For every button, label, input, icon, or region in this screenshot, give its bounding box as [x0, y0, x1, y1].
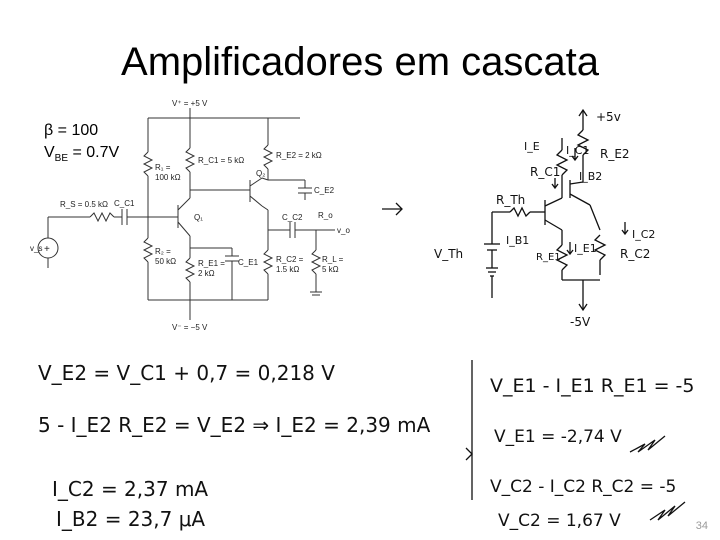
hw-eq-ic2: I_C2 = 2,37 mA: [52, 477, 208, 501]
slide-title: Amplificadores em cascata: [121, 40, 599, 84]
re1-label: R_E1 =: [198, 259, 225, 268]
hw-rc1-label: R_C1: [530, 165, 560, 179]
rc2-value: 1.5 kΩ: [276, 265, 299, 274]
rs-label: R_S = 0.5 kΩ: [60, 200, 108, 209]
rl-value: 5 kΩ: [322, 265, 339, 274]
beta-parameter: β = 100: [44, 122, 99, 139]
ce2-label: C_E2: [314, 186, 335, 195]
ro-label: R_o: [318, 211, 333, 220]
hw-eq-vc2-value: V_C2 = 1,67 V: [498, 511, 621, 531]
hw-eq-ve1-value: V_E1 = -2,74 V: [494, 427, 622, 447]
cc1-label: C_C1: [114, 199, 135, 208]
hw-eq-vc2-relation: V_C2 - I_C2 R_C2 = -5: [490, 477, 676, 497]
hw-ie-label: I_E: [524, 140, 540, 153]
rc2-label: R_C2 =: [276, 255, 304, 264]
r2-value: 50 kΩ: [155, 257, 176, 266]
hw-ib1-label: I_B1: [506, 234, 529, 247]
hw-ie1-label: I_E1: [574, 242, 597, 255]
hw-ib2-label: I_B2: [579, 170, 602, 183]
hw-eq-ib2: I_B2 = 23,7 μA: [56, 507, 205, 531]
hw-eq-ie2: 5 - I_E2 R_E2 = V_E2 ⇒ I_E2 = 2,39 mA: [38, 413, 431, 437]
hw-ic1-label: I_C1: [566, 144, 589, 157]
hw-re2-label: R_E2: [600, 147, 630, 161]
re2-label: R_E2 = 2 kΩ: [276, 151, 322, 160]
r1-value: 100 kΩ: [155, 173, 181, 182]
r2-label: R₂ =: [155, 247, 171, 256]
hw-eq-ve1-relation: V_E1 - I_E1 R_E1 = -5: [490, 375, 695, 397]
rl-label: R_L =: [322, 255, 344, 264]
hw-bottom-supply: -5V: [570, 315, 591, 329]
page-number: 34: [695, 520, 708, 532]
hw-top-supply: +5v: [596, 110, 621, 124]
source-plus-sign: +: [44, 244, 50, 255]
vo-label: v_o: [337, 226, 350, 235]
hw-rc2-label: R_C2: [620, 247, 650, 261]
ce1-label: C_E1: [238, 258, 259, 267]
vs-label: v_s: [30, 244, 42, 253]
hw-ic2-label: I_C2: [632, 228, 655, 241]
hw-eq-ve2: V_E2 = V_C1 + 0,7 = 0,218 V: [38, 361, 335, 385]
vminus-label: V⁻ = −5 V: [172, 323, 208, 332]
hw-vth-label: V_Th: [434, 247, 463, 261]
vbe-parameter: VBE = 0.7V: [44, 144, 120, 165]
q1-label: Q₁: [194, 213, 203, 222]
re1-value: 2 kΩ: [198, 269, 215, 278]
rc1-label: R_C1 = 5 kΩ: [198, 156, 244, 165]
hw-re1-label: R_E1: [536, 252, 561, 263]
cc2-label: C_C2: [282, 213, 303, 222]
parameters-block: β = 100 VBE = 0.7V: [44, 120, 119, 170]
vplus-label: V⁺ = +5 V: [172, 99, 208, 108]
q2-label: Q₂: [256, 169, 265, 178]
hw-rth-label: R_Th: [496, 193, 525, 207]
r1-label: R₁ =: [155, 163, 171, 172]
